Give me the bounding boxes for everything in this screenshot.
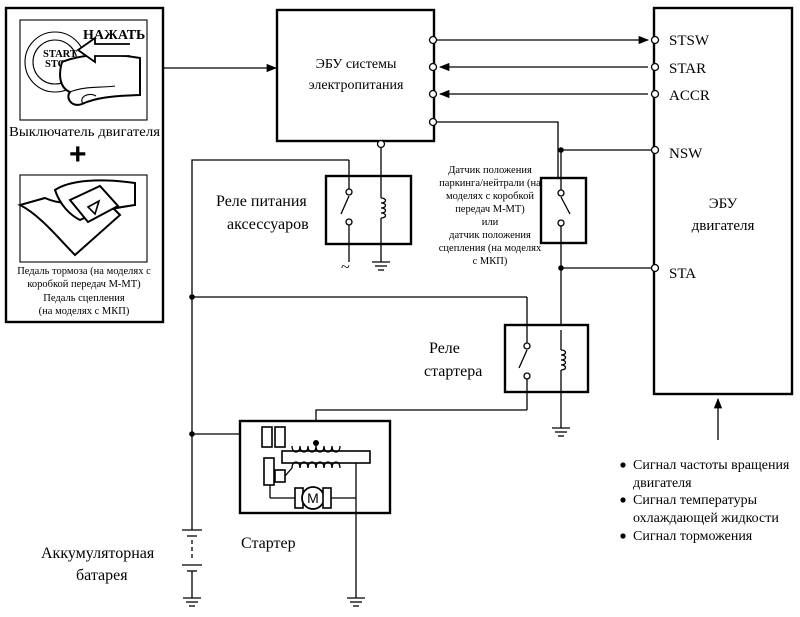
neutral-switch-label-3: моделях с коробкой	[446, 191, 534, 202]
starter-label: Стартер	[241, 535, 296, 552]
ecu-input-1b: двигателя	[633, 476, 692, 491]
ecu-input-2b: охлаждающей жидкости	[633, 511, 779, 526]
power-ecu: ЭБУ системы электропитания	[275, 8, 436, 143]
pressing-finger-icon	[59, 53, 141, 106]
engine-ecu-box	[652, 6, 794, 396]
starter-plunger	[281, 450, 371, 464]
starter-relay	[503, 297, 590, 437]
ecu-input-2: Сигнал температуры	[633, 493, 758, 508]
pedal-label-line-4: (на моделях с МКП)	[39, 306, 130, 317]
engine-switch-label: Выключатель двигателя	[9, 125, 161, 140]
pedal-label: Педаль тормоза (на моделях с коробкой пе…	[17, 266, 151, 317]
battery-label-1: Аккумуляторная	[41, 545, 155, 562]
starter-relay-label-1: Реле	[429, 340, 460, 357]
pedal-label-line-1: Педаль тормоза (на моделях с	[17, 266, 151, 277]
solenoid-winding-2	[291, 461, 341, 469]
accessory-relay-coil	[380, 197, 387, 219]
starter-relay-coil	[560, 349, 567, 371]
bullet-icon	[620, 533, 626, 539]
neutral-switch-label-4: передач М-МТ)	[455, 204, 525, 215]
plus-sign: +	[69, 138, 87, 171]
accessory-relay-box	[324, 174, 413, 246]
engine-ecu-title-1: ЭБУ	[709, 196, 738, 212]
neutral-switch	[539, 150, 588, 330]
start-panel: START STOP НАЖАТЬ Выключатель двигателя …	[4, 6, 165, 324]
engine-ecu-title-2: двигателя	[692, 218, 755, 234]
start-button-frame	[19, 19, 148, 121]
pedal-foot-icon	[17, 179, 136, 257]
pin-sta: STA	[669, 266, 696, 282]
bullet-icon	[620, 497, 626, 503]
starter: M	[238, 419, 392, 607]
battery-symbol	[182, 529, 202, 607]
acc-output-symbol: ~	[341, 259, 350, 276]
pin-star: STAR	[669, 61, 706, 77]
bullet-icon	[620, 462, 626, 468]
press-label: НАЖАТЬ	[83, 28, 145, 43]
press-arrow-icon	[76, 36, 130, 64]
power-ecu-box	[275, 8, 436, 143]
pin-stsw: STSW	[669, 33, 710, 49]
neutral-switch-label-5: или	[482, 217, 499, 228]
pedal-label-line-3: Педаль сцепления	[43, 293, 125, 304]
accessory-relay-label-1: Реле питания	[216, 193, 307, 210]
neutral-switch-label-7: сцепления (на моделях	[439, 243, 542, 254]
accessory-relay-label-2: аксессуаров	[227, 216, 309, 233]
pedal-frame	[19, 174, 148, 263]
neutral-switch-box	[539, 176, 588, 245]
accessory-relay: ~	[324, 147, 413, 276]
engine-ecu: STSW STAR ACCR NSW STA ЭБУ двигателя	[652, 6, 794, 396]
pin-accr: ACCR	[669, 88, 710, 104]
ecu-input-1: Сигнал частоты вращения	[633, 458, 790, 473]
start-button-text: START	[43, 49, 77, 60]
neutral-switch-label-2: паркинга/нейтрали (на	[439, 178, 541, 189]
starter-relay-box	[503, 323, 590, 394]
pin-nsw: NSW	[669, 146, 703, 162]
ecu-input-3: Сигнал торможения	[633, 529, 753, 544]
neutral-switch-label-8: с МКП)	[473, 256, 508, 267]
neutral-switch-label-6: датчик положения	[449, 230, 531, 241]
acc-relay-supply-wire	[191, 159, 349, 297]
power-ecu-title-2: электропитания	[309, 78, 404, 93]
ecu-inputs-list: Сигнал частоты вращения двигателя Сигнал…	[620, 458, 790, 544]
neutral-switch-label: Датчик положения паркинга/нейтрали (на м…	[439, 165, 542, 267]
neutral-switch-label-1: Датчик положения	[448, 165, 532, 176]
stop-button-text: STOP	[45, 59, 73, 70]
pedal-label-line-2: коробкой передач М-МТ)	[27, 279, 141, 290]
starter-relay-label-2: стартера	[424, 363, 482, 380]
power-ecu-to-neutral-switch	[437, 121, 559, 178]
ecu-signal-lines	[437, 35, 651, 269]
power-ecu-title-1: ЭБУ системы	[316, 57, 397, 72]
motor-symbol: M	[307, 490, 319, 506]
battery-label-2: батарея	[76, 567, 128, 584]
